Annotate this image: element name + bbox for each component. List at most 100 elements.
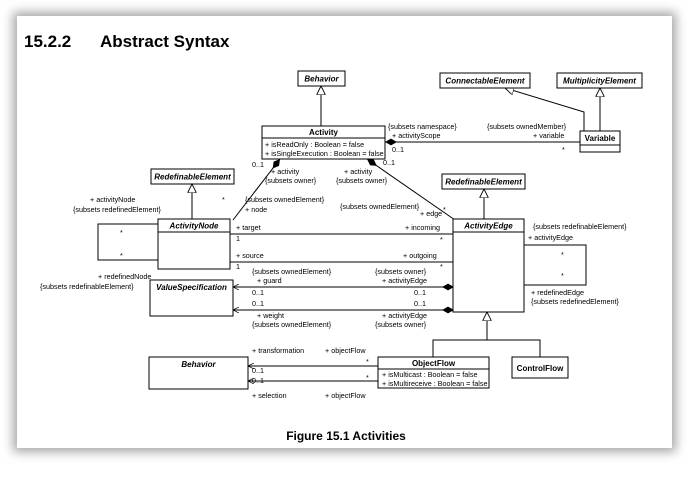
label-activity-left: + activity — [271, 167, 300, 176]
label-zero-one-weight: 0..1 — [252, 299, 264, 308]
class-control-flow: ControlFlow — [511, 356, 569, 379]
label-redefined-edge: + redefinedEdge — [531, 288, 584, 297]
label-self-star-node2: * — [120, 251, 123, 260]
label-star-edge-a: * — [443, 205, 446, 214]
svg-text:RedefinableElement: RedefinableElement — [445, 178, 522, 187]
label-activity-scope: + activityScope — [392, 131, 441, 140]
label-self-star-node: * — [120, 228, 123, 237]
label-zero-one-guard2: 0..1 — [414, 288, 426, 297]
svg-text:ActivityEdge: ActivityEdge — [463, 222, 513, 231]
label-star-node-a: * — [222, 195, 225, 204]
class-activity-node: ActivityNode — [157, 218, 231, 270]
section-heading: 15.2.2 Abstract Syntax — [24, 32, 229, 52]
label-subsets-owner-right: {subsets owner} — [336, 176, 388, 185]
class-activity-edge: ActivityEdge — [452, 218, 525, 313]
label-activity-edge-weight: + activityEdge — [382, 311, 427, 320]
svg-text:ConnectableElement: ConnectableElement — [445, 77, 524, 86]
label-star-trans: * — [366, 357, 369, 366]
label-source: + source — [236, 251, 264, 260]
class-object-flow: ObjectFlow + isMulticast : Boolean = fal… — [377, 356, 490, 389]
figure-caption: Figure 15.1 Activities — [286, 429, 406, 443]
svg-text:Behavior: Behavior — [304, 75, 339, 84]
label-subsets-owned-element-node: {subsets ownedElement} — [245, 195, 325, 204]
edge-redefinition — [524, 244, 587, 286]
label-subsets-owned-element-edge: {subsets ownedElement} — [340, 202, 420, 211]
class-redefinable-element-right: RedefinableElement — [441, 173, 526, 190]
label-variable-end: + variable — [533, 131, 564, 140]
label-subsets-redefined-element-edge: {subsets redefinedElement} — [531, 297, 620, 306]
label-outgoing: + outgoing — [403, 251, 437, 260]
svg-text:ObjectFlow: ObjectFlow — [412, 359, 456, 368]
label-zero-one-right: 0..1 — [383, 158, 395, 167]
label-subsets-owner-weight: {subsets owner} — [375, 320, 427, 329]
label-star-variable: * — [562, 145, 565, 154]
class-connectable-element: ConnectableElement — [439, 72, 531, 89]
svg-text:ValueSpecification: ValueSpecification — [156, 283, 227, 292]
node-redefinition — [97, 223, 158, 261]
label-activity-right: + activity — [344, 167, 373, 176]
label-weight: + weight — [257, 311, 284, 320]
svg-text:+ isMultireceive : Boolean = f: + isMultireceive : Boolean = false — [382, 379, 487, 388]
label-subsets-redefined-element: {subsets redefinedElement} — [73, 205, 162, 214]
svg-text:Activity: Activity — [309, 128, 338, 137]
class-redefinable-element-left: RedefinableElement — [150, 168, 235, 185]
svg-text:Variable: Variable — [585, 134, 616, 143]
label-self-star-edge: * — [561, 250, 564, 259]
label-star-incoming: * — [440, 235, 443, 244]
label-zero-one-weight2: 0..1 — [414, 299, 426, 308]
label-star-sel: * — [366, 373, 369, 382]
label-activity-edge-end: + activityEdge — [528, 233, 573, 242]
label-node-end: + node — [245, 205, 267, 214]
label-object-flow-s: + objectFlow — [325, 391, 366, 400]
svg-text:ControlFlow: ControlFlow — [517, 364, 564, 373]
label-activity-node: + activityNode — [90, 195, 135, 204]
label-subsets-owner-left: {subsets owner} — [265, 176, 317, 185]
label-subsets-redefinable-element-node: {subsets redefinableElement} — [40, 282, 134, 291]
objectflow-generalization — [432, 312, 487, 357]
label-redefined-node: + redefinedNode — [98, 272, 151, 281]
label-zero-one-trans: 0..1 — [252, 366, 264, 375]
activity-node-association — [232, 158, 281, 221]
label-zero-one-left: 0..1 — [252, 160, 264, 169]
label-zero-one-sel: 0..1 — [252, 376, 264, 385]
activity-edge-association — [366, 158, 456, 221]
label-subsets-owned-member: {subsets ownedMember} — [487, 122, 567, 131]
class-variable: Variable — [579, 130, 621, 153]
svg-text:ActivityNode: ActivityNode — [169, 222, 219, 231]
svg-text:+ isSingleExecution : Boolean: + isSingleExecution : Boolean = false — [265, 149, 384, 158]
label-subsets-namespace: {subsets namespace} — [388, 122, 457, 131]
label-subsets-owner-guard: {subsets owner} — [375, 267, 427, 276]
label-activity-edge-guard: + activityEdge — [382, 276, 427, 285]
svg-text:RedefinableElement: RedefinableElement — [154, 173, 231, 182]
label-one-target: 1 — [236, 234, 240, 243]
svg-text:+ isMulticast : Boolean = fals: + isMulticast : Boolean = false — [382, 370, 477, 379]
class-behavior-top: Behavior — [297, 70, 346, 87]
label-transformation: + transformation — [252, 346, 304, 355]
section-title: Abstract Syntax — [100, 32, 230, 51]
association-labels: {subsets namespace} + activityScope 0..1… — [40, 122, 627, 400]
label-zero-one-guard: 0..1 — [252, 288, 264, 297]
label-star-outgoing: * — [440, 262, 443, 271]
label-subsets-owned-element-weight: {subsets ownedElement} — [252, 320, 332, 329]
class-activity: Activity + isReadOnly : Boolean = false … — [261, 125, 386, 160]
class-value-specification: ValueSpecification — [149, 279, 234, 317]
label-incoming: + incoming — [405, 223, 440, 232]
label-edge-end: + edge — [420, 209, 442, 218]
svg-text:+ isReadOnly : Boolean = false: + isReadOnly : Boolean = false — [265, 140, 364, 149]
label-self-star-edge2: * — [561, 271, 564, 280]
class-multiplicity-element: MultiplicityElement — [556, 72, 643, 89]
svg-text:MultiplicityElement: MultiplicityElement — [563, 77, 636, 86]
label-target: + target — [236, 223, 261, 232]
svg-text:Behavior: Behavior — [181, 360, 216, 369]
label-one-source: 1 — [236, 262, 240, 271]
section-number: 15.2.2 — [24, 32, 72, 51]
label-subsets-owned-element-guard: {subsets ownedElement} — [252, 267, 332, 276]
variable-connectable-generalization — [505, 88, 585, 131]
controlflow-generalization — [487, 339, 541, 357]
label-subsets-redefinable-element-edge: {subsets redefinableElement} — [533, 222, 627, 231]
label-zero-one-scope: 0..1 — [392, 145, 404, 154]
label-object-flow-t: + objectFlow — [325, 346, 366, 355]
label-selection: + selection — [252, 391, 287, 400]
class-behavior-bottom: Behavior — [148, 356, 249, 390]
